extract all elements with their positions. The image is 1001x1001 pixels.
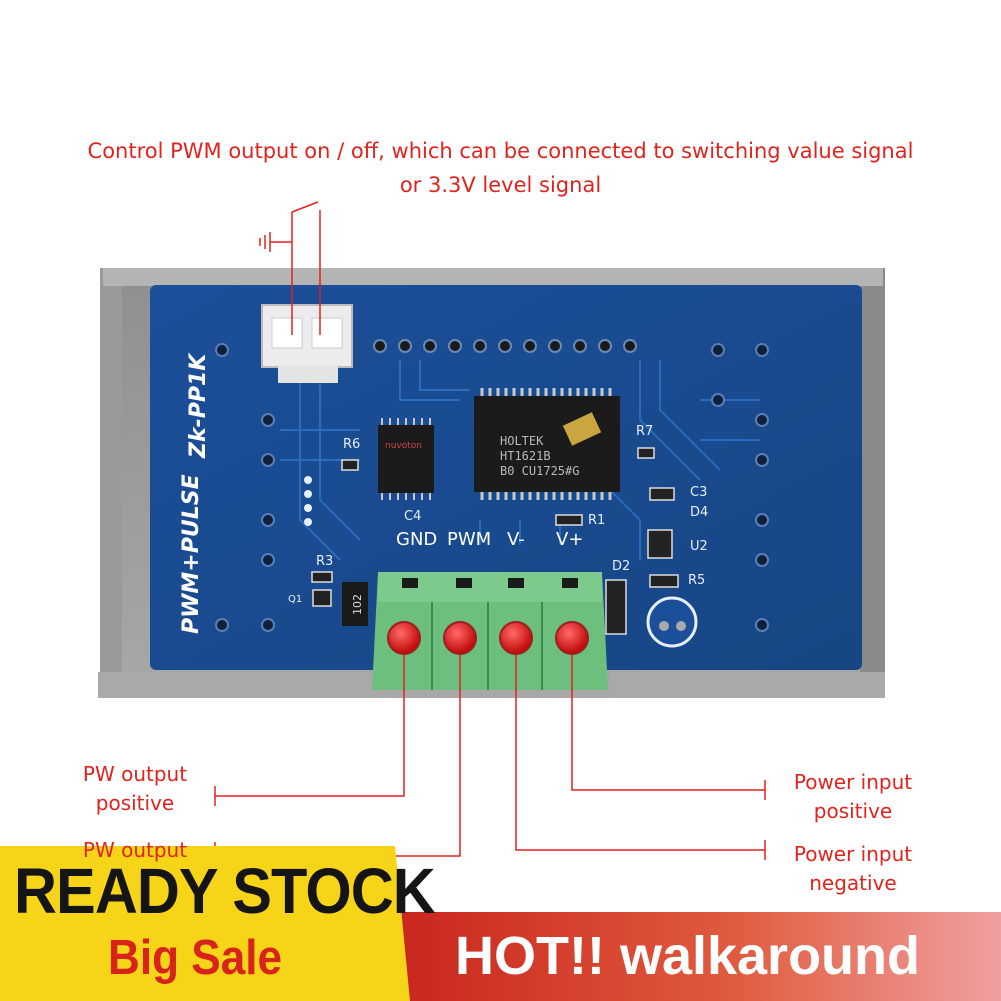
label-d4: D4 (690, 505, 708, 520)
label-d2: D2 (612, 559, 630, 574)
label-pw-output-positive-line-1: PW output (82, 762, 188, 786)
label-r6: R6 (343, 437, 360, 452)
terminal-label-gnd: GND (396, 529, 437, 550)
terminal-label-vminus: V- (507, 529, 525, 550)
label-power-input-positive-line-2: positive (813, 799, 893, 823)
label-u2: U2 (690, 539, 708, 554)
board-model: Zk-PP1K (186, 352, 211, 459)
hot-text: HOT!! walkaround (455, 926, 921, 986)
label-c4: C4 (404, 509, 421, 524)
terminal-block (372, 572, 608, 690)
top-caption-line-2: or 3.3V level signal (399, 173, 602, 197)
screw-power-input-negative (499, 621, 533, 655)
label-pw-output-positive-line-2: positive (95, 791, 175, 815)
label-pw-output-negative: PW output (50, 836, 220, 865)
chip-line-2: HT1621B (500, 449, 551, 463)
label-power-input-negative-line-2: negative (809, 871, 897, 895)
label-pw-output-positive: PW output positive (50, 760, 220, 818)
screw-power-input-positive (555, 621, 589, 655)
terminal-label-pwm: PWM (447, 529, 491, 550)
terminal-label-vplus: V+ (556, 529, 583, 550)
jst-connector (261, 304, 353, 383)
label-r7: R7 (636, 424, 653, 439)
label-pw-output-negative-line-1: PW output (82, 838, 188, 862)
label-power-input-positive-line-1: Power input (793, 770, 913, 794)
ready-banner-bg (0, 846, 410, 1001)
leader-lines (214, 655, 766, 866)
top-caption-line-1: Control PWM output on / off, which can b… (87, 139, 914, 163)
label-q1: Q1 (288, 594, 302, 605)
header-pins (373, 339, 637, 353)
label-power-input-negative-line-1: Power input (793, 842, 913, 866)
ready-stock-text: READY STOCK (14, 855, 436, 927)
label-r1: R1 (588, 513, 605, 528)
label-102: 102 (351, 594, 364, 615)
small-chip: nuvoton (378, 418, 434, 500)
chip-line-3: B0 CU1725#G (500, 464, 579, 478)
label-c3: C3 (690, 485, 707, 500)
top-caption: Control PWM output on / off, which can b… (0, 136, 1001, 204)
chip-line-1: HOLTEK (500, 434, 544, 448)
hot-banner-bg (395, 912, 1001, 1001)
label-power-input-positive: Power input positive (770, 768, 936, 826)
small-chip-label: nuvoton (385, 441, 422, 451)
switch-symbol (259, 201, 321, 335)
label-r5: R5 (688, 573, 705, 588)
label-power-input-negative: Power input negative (770, 840, 936, 898)
main-chip: HOLTEK HT1621B B0 CU1725#G (474, 388, 620, 500)
board-type: PWM+PULSE (179, 474, 204, 634)
screw-pw-output-negative (443, 621, 477, 655)
big-sale-text: Big Sale (108, 931, 283, 985)
screw-pw-output-positive (387, 621, 421, 655)
label-r3: R3 (316, 554, 333, 569)
